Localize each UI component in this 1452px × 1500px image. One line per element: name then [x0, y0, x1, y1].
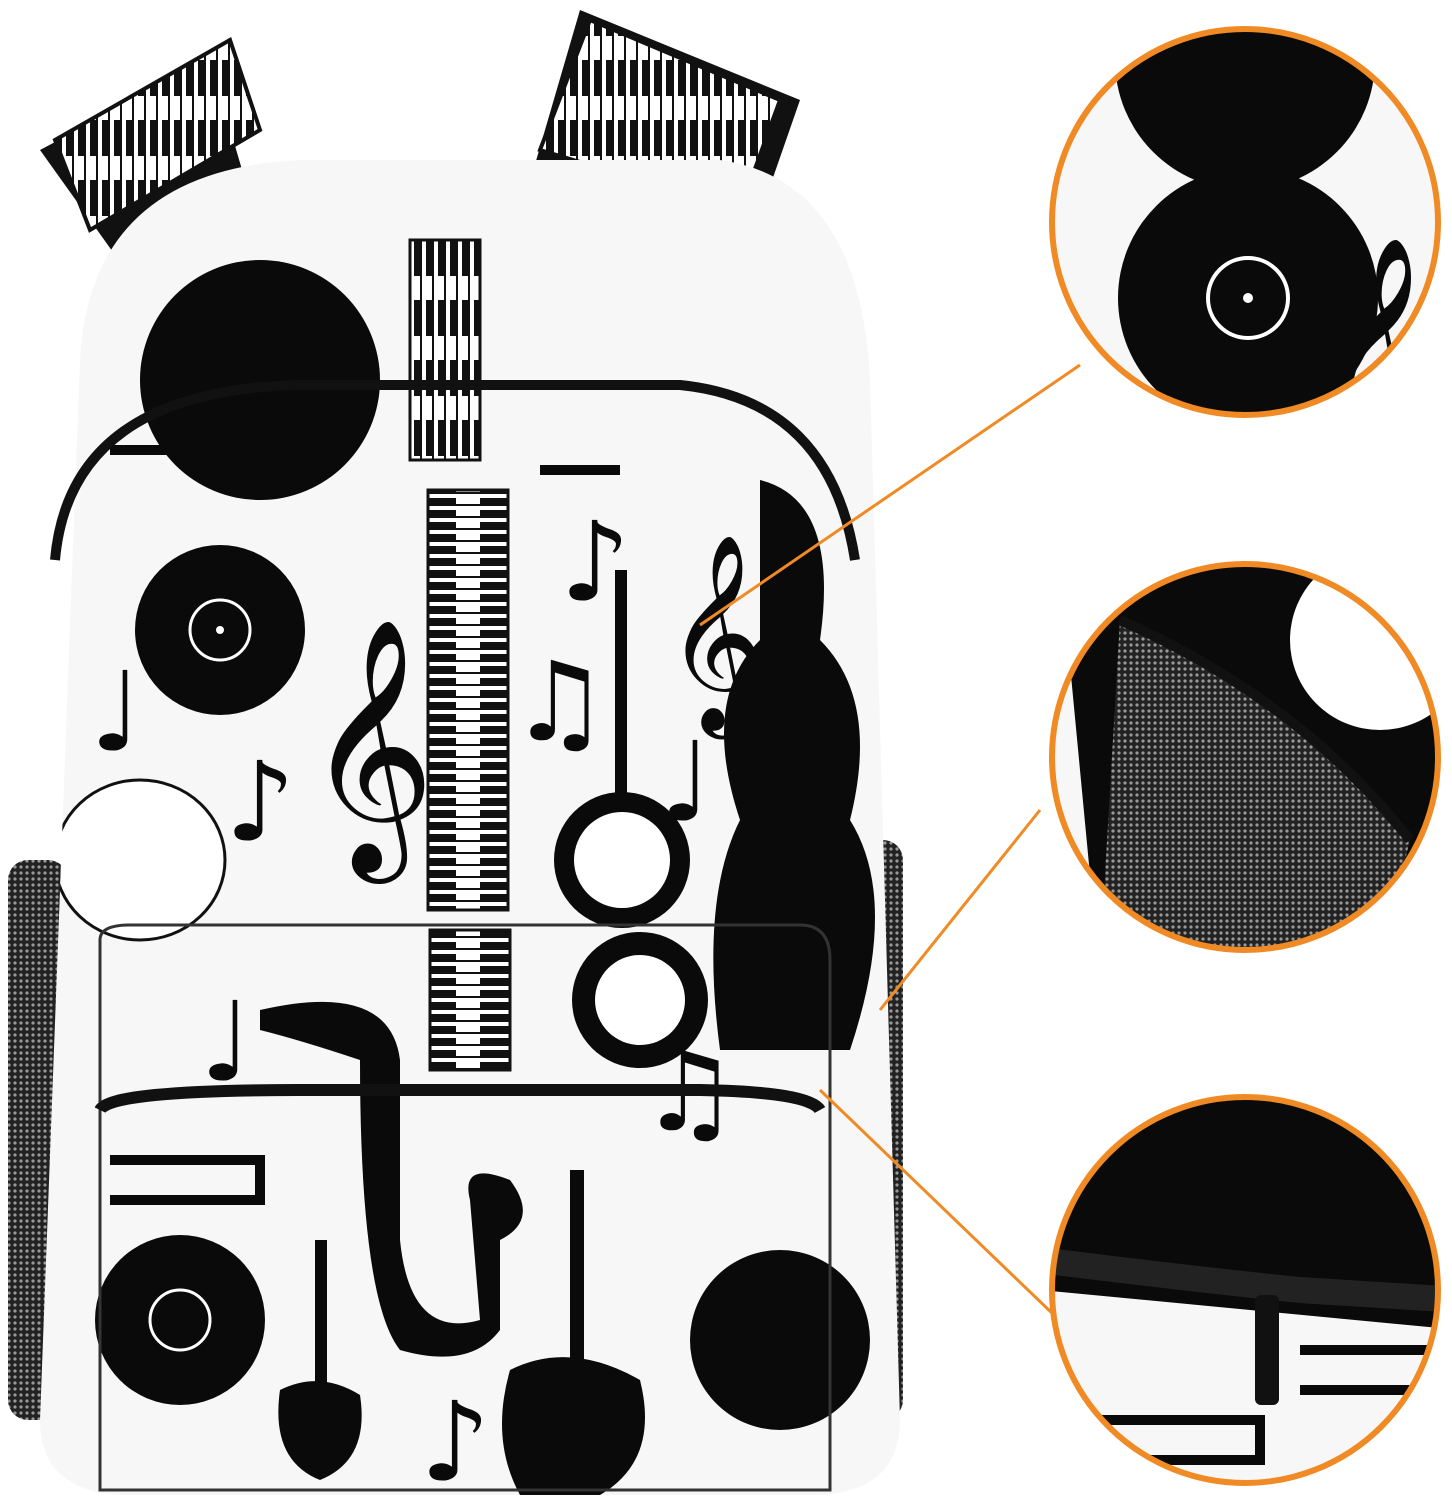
- svg-text:♪: ♪: [420, 1378, 490, 1500]
- upper-zipper[interactable]: [50, 380, 860, 561]
- treble-clef-icon: 𝄞 𝄞: [305, 533, 765, 884]
- trumpet-icon: [110, 445, 620, 1205]
- music-note-icon: ♩♫♪ ♪♩♩ ♫♪: [90, 498, 739, 1500]
- front-pocket: [94, 923, 832, 1492]
- backpack-body: 𝄞 𝄞 ♩♫♪ ♪♩♩ ♫♪: [40, 160, 900, 1500]
- front-pocket-zipper[interactable]: [94, 1084, 826, 1114]
- callout-lines: [699, 363, 1082, 1342]
- zipper-detail: [1049, 1094, 1441, 1486]
- vinyl-detail: 𝄞: [1049, 26, 1441, 478]
- svg-text:♩: ♩: [660, 718, 712, 846]
- svg-text:♪: ♪: [225, 738, 295, 866]
- svg-text:♩: ♩: [90, 648, 142, 776]
- vinyl-record-icon: [95, 260, 870, 1430]
- svg-text:♫: ♫: [510, 638, 609, 766]
- zipper-pull: [1255, 1295, 1279, 1405]
- guitar-icon: [278, 1170, 645, 1495]
- svg-text:𝄞: 𝄞: [665, 533, 765, 739]
- svg-text:♪: ♪: [560, 498, 630, 626]
- banjo-icon: [554, 570, 708, 1068]
- svg-text:𝄞: 𝄞: [305, 616, 435, 884]
- saxophone-icon: [260, 300, 523, 1357]
- svg-text:𝄞: 𝄞: [1320, 235, 1438, 478]
- double-bass-icon: [713, 480, 875, 1050]
- mesh-side-pocket-detail: [1049, 561, 1441, 953]
